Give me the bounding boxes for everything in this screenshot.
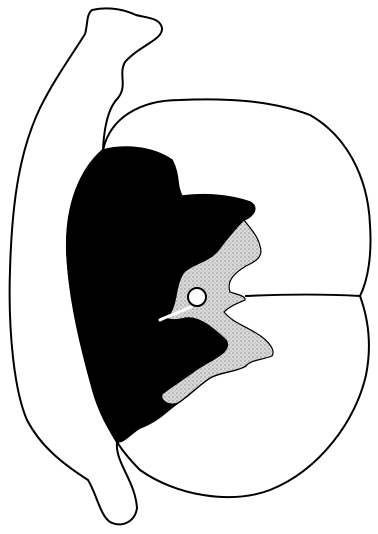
central-white-dot [188,288,206,306]
